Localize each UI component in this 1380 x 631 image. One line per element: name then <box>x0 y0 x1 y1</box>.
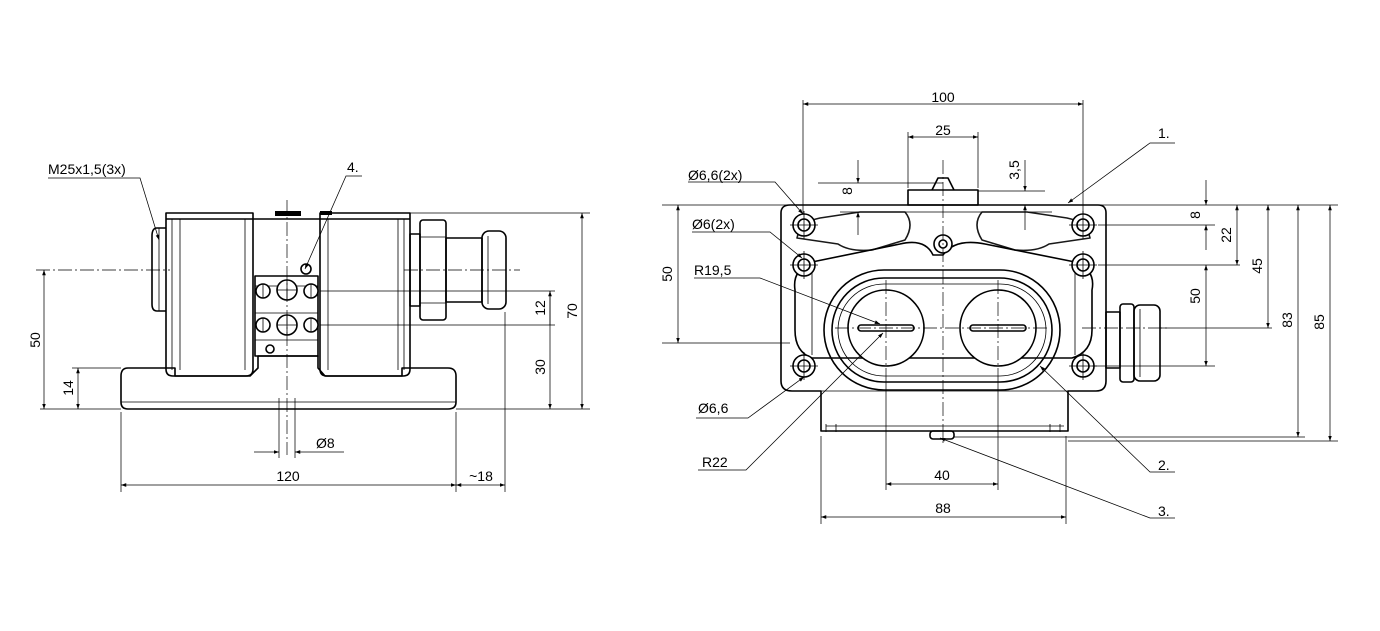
dim-70: 70 <box>564 303 580 319</box>
item-2-callout: 2. <box>1158 457 1170 473</box>
dim-18: ~18 <box>469 468 493 484</box>
dim-50-left: 50 <box>27 332 43 348</box>
dim-83: 83 <box>1279 312 1295 328</box>
dim-8-top: 8 <box>839 187 855 195</box>
mounting-holes <box>790 211 1097 380</box>
dim-8-right: 8 <box>1187 211 1203 219</box>
thread-callout: M25x1,5(3x) <box>48 161 126 177</box>
radius-22-callout: R22 <box>702 454 728 470</box>
dim-12: 12 <box>532 300 548 316</box>
item-3-callout: 3. <box>1158 503 1170 519</box>
dim-100: 100 <box>931 89 955 105</box>
dim-45: 45 <box>1249 258 1265 274</box>
dim-30: 30 <box>532 359 548 375</box>
front-view: 100 25 8 3,5 50 8 22 45 50 83 85 40 88 Ø… <box>659 89 1338 524</box>
terminal-screws <box>255 263 319 354</box>
dim-22: 22 <box>1218 227 1234 243</box>
dim-25: 25 <box>935 122 951 138</box>
item-4-callout: 4. <box>347 159 359 175</box>
dim-dia-8: Ø8 <box>316 435 335 451</box>
dim-120: 120 <box>276 468 300 484</box>
dim-50-front: 50 <box>659 266 675 282</box>
dim-85: 85 <box>1311 314 1327 330</box>
hole-6-6-callout: Ø6,6 <box>698 400 729 416</box>
dim-40: 40 <box>934 467 950 483</box>
item-1-callout: 1. <box>1158 125 1170 141</box>
dim-3-5: 3,5 <box>1006 160 1022 180</box>
hole-6-2x-callout: Ø6(2x) <box>692 216 735 232</box>
dim-88: 88 <box>935 500 951 516</box>
hole-6-6-2x-callout: Ø6,6(2x) <box>688 167 742 183</box>
left-side-view: M25x1,5(3x) 4. 50 14 70 12 30 Ø8 120 ~18 <box>27 159 590 492</box>
dim-50-right: 50 <box>1187 288 1203 304</box>
dim-14: 14 <box>60 380 76 396</box>
radius-19-5-callout: R19,5 <box>694 262 732 278</box>
